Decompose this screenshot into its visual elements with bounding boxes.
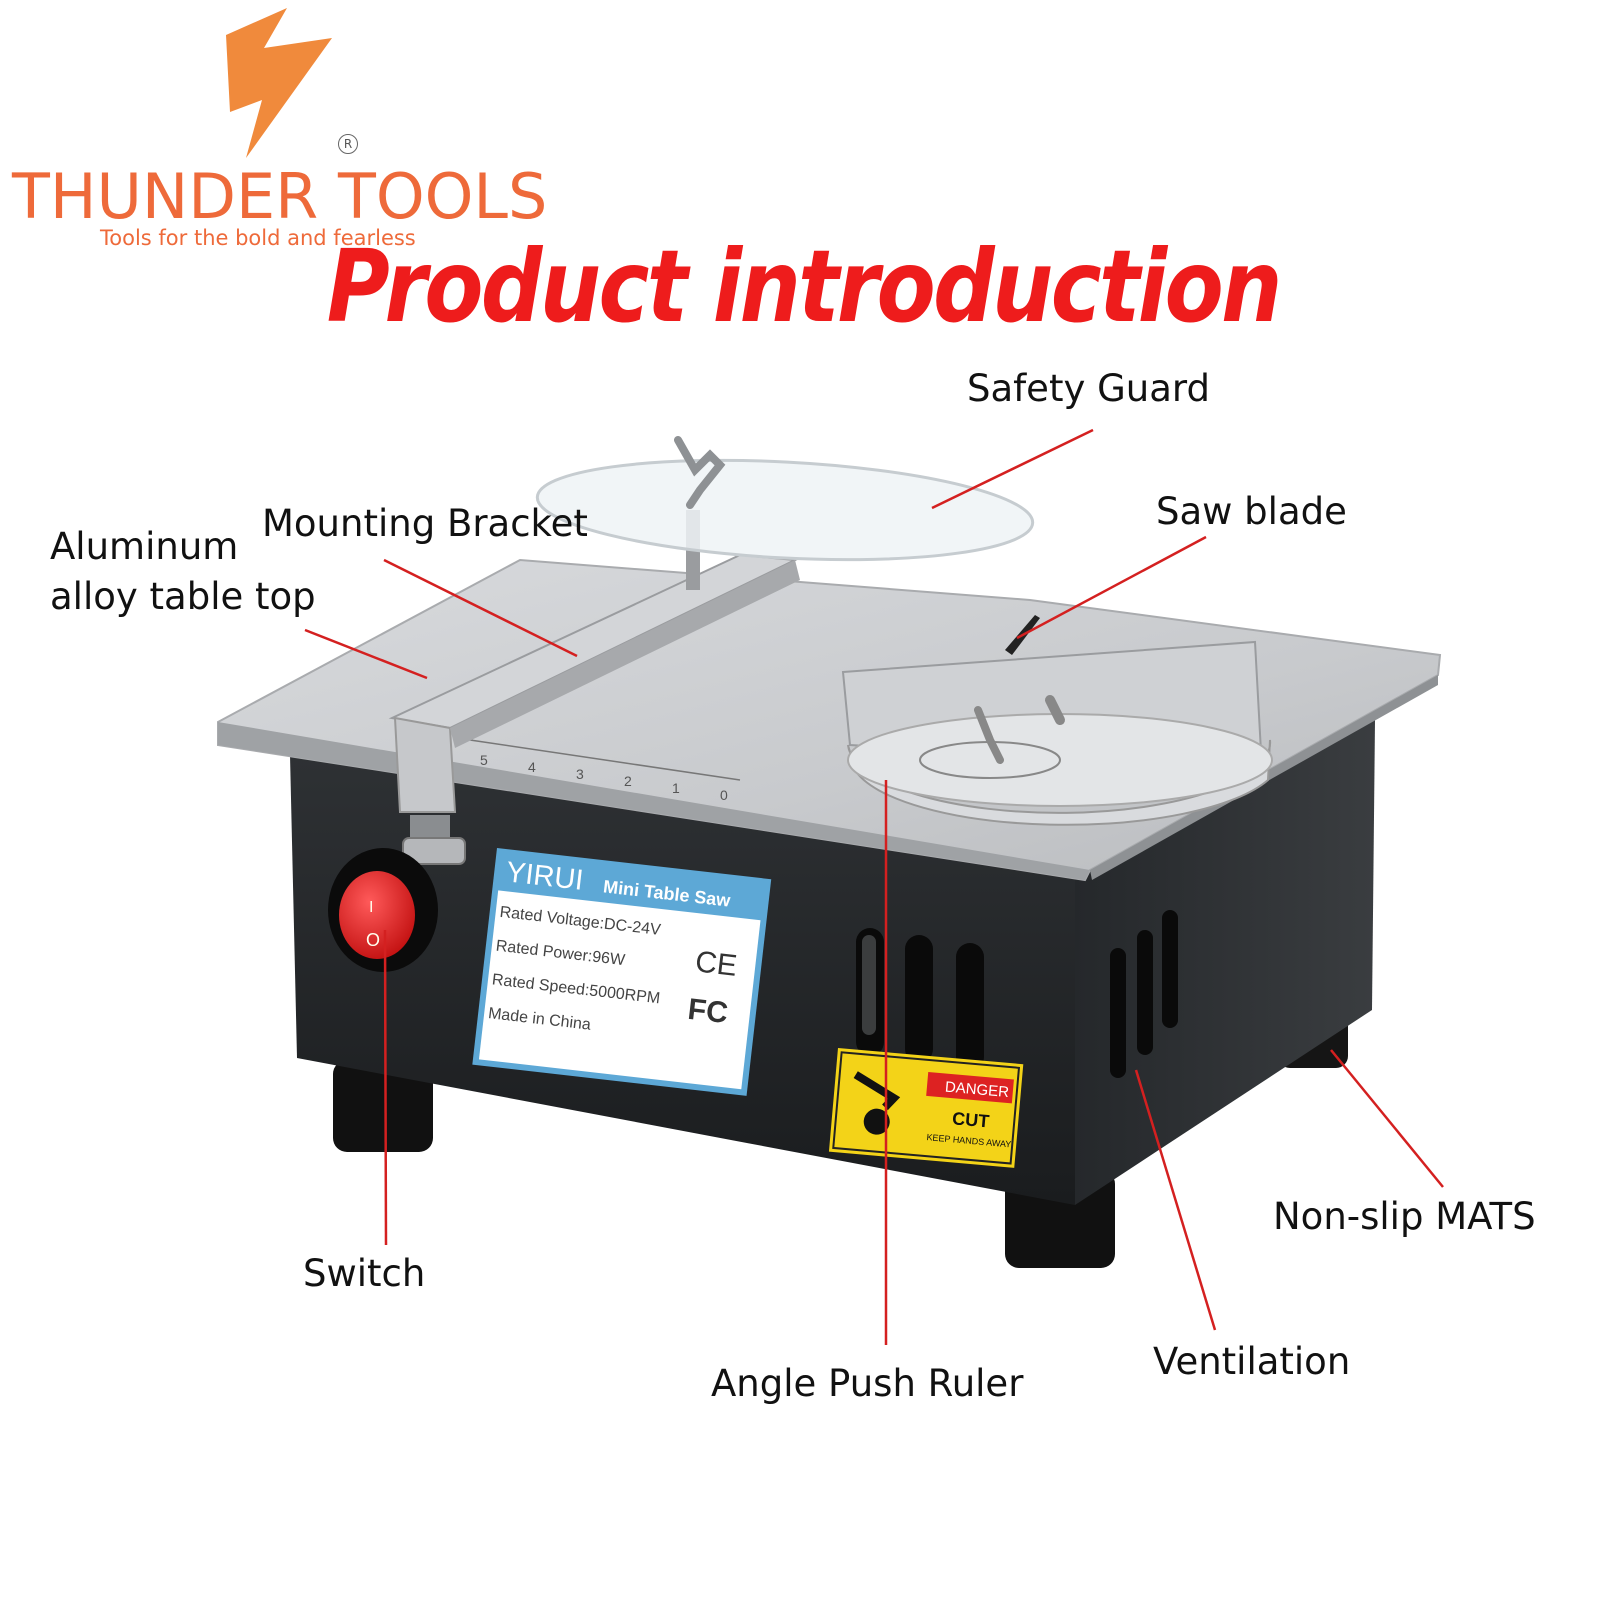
product-label: YIRUI Mini Table Saw Rated Voltage:DC-24…: [472, 848, 772, 1096]
front-vents: [856, 928, 984, 1071]
ruler-digit: 1: [672, 780, 680, 796]
callout-switch: Switch: [303, 1252, 426, 1295]
brand-name: THUNDER TOOLS: [12, 160, 548, 233]
switch-off-mark: O: [366, 930, 380, 950]
callout-table-top-line1: Aluminum: [50, 525, 239, 568]
callout-non-slip-mats: Non-slip MATS: [1273, 1195, 1536, 1238]
mounting-bracket: [388, 553, 800, 865]
ruler-digit: 5: [480, 752, 488, 768]
saw-blade-warning-icon: [863, 1108, 890, 1135]
ruler-digit: 4: [528, 759, 536, 775]
fc-mark: FC: [686, 993, 729, 1030]
angle-push-ruler: [841, 640, 1273, 826]
warning-line1: CUT: [951, 1108, 990, 1131]
ruler-digit: 3: [576, 766, 584, 782]
callout-lines: [304, 428, 1444, 1345]
warning-sticker: DANGER CUT KEEP HANDS AWAY: [828, 1048, 1024, 1168]
registered-mark: R: [338, 134, 358, 154]
ce-mark: CE: [694, 945, 739, 983]
front-ruler: [469, 739, 741, 781]
ruler-digit: 2: [624, 773, 632, 789]
ruler-digit: 0: [720, 787, 728, 803]
power-switch: I O: [328, 848, 438, 972]
callout-safety-guard: Safety Guard: [967, 367, 1210, 410]
page-title: Product introduction: [326, 228, 1283, 345]
lightning-bolt-icon: [226, 8, 332, 158]
callout-ventilation: Ventilation: [1153, 1340, 1351, 1383]
safety-guard: [535, 436, 1035, 590]
hand-warning-icon: [853, 1071, 901, 1111]
switch-on-mark: I: [369, 899, 373, 916]
callout-table-top-line2: alloy table top: [50, 575, 316, 618]
brand-tagline: Tools for the bold and fearless: [100, 226, 416, 250]
callout-angle-push-ruler: Angle Push Ruler: [711, 1362, 1024, 1405]
callout-saw-blade: Saw blade: [1156, 490, 1347, 533]
side-vents: [1110, 910, 1178, 1078]
warning-header: DANGER: [944, 1079, 1010, 1102]
callout-mounting-bracket: Mounting Bracket: [262, 502, 588, 545]
